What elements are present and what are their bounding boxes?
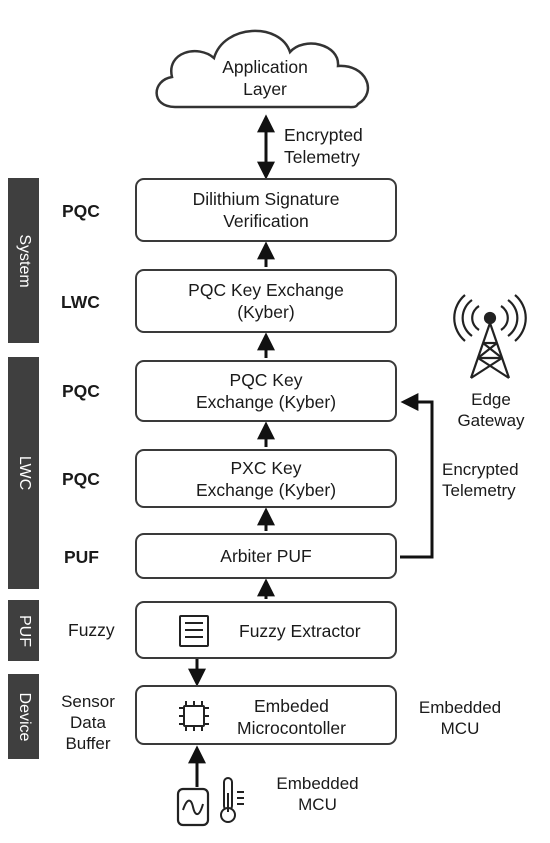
cloud-icon bbox=[155, 29, 370, 109]
label-encrypted-telemetry-side: Encrypted Telemetry bbox=[442, 460, 519, 500]
block-embedded-microcontroller: Embeded Microcontoller bbox=[135, 685, 397, 745]
side-label-puf: PUF bbox=[64, 547, 99, 567]
band-label: Device bbox=[15, 692, 33, 741]
block-kyber-lwc: PQC Key Exchange (Kyber) bbox=[135, 269, 397, 333]
block-label: PQC Key Exchange (Kyber) bbox=[195, 370, 337, 412]
label-encrypted-telemetry-top: Encrypted Telemetry bbox=[284, 125, 363, 167]
band-label: System bbox=[15, 233, 33, 288]
side-label-pqc-dilithium: PQC bbox=[62, 201, 100, 221]
label-embedded-mcu-bottom: Embedded MCU bbox=[276, 774, 359, 814]
side-label-pqc-pxc: PQC bbox=[62, 469, 100, 489]
label-embedded-mcu-right: Embedded MCU bbox=[418, 698, 502, 738]
arrow-arbiter-to-kyber-pqc bbox=[400, 393, 434, 559]
band-puf: PUF bbox=[8, 600, 39, 661]
side-label-fuzzy: Fuzzy bbox=[68, 620, 115, 640]
block-dilithium-verification: Dilithium Signature Verification bbox=[135, 178, 397, 242]
side-label-lwc: LWC bbox=[61, 292, 100, 312]
label-edge-gateway: Edge Gateway bbox=[457, 390, 525, 430]
tower-icon bbox=[453, 294, 527, 379]
sensor-icon bbox=[176, 787, 210, 827]
block-fuzzy-extractor: Fuzzy Extractor bbox=[135, 601, 397, 659]
block-label: Fuzzy Extractor bbox=[239, 621, 361, 641]
band-label: PUF bbox=[15, 614, 33, 647]
chip-pins bbox=[179, 701, 209, 731]
block-kyber-pqc: PQC Key Exchange (Kyber) bbox=[135, 360, 397, 422]
side-label-pqc-kyber: PQC bbox=[62, 381, 100, 401]
cloud-label: Application Layer bbox=[222, 57, 308, 99]
band-device: Device bbox=[8, 674, 39, 759]
band-system: System bbox=[8, 178, 39, 343]
block-label: Arbiter PUF bbox=[220, 546, 312, 566]
band-label: LWC bbox=[15, 455, 33, 491]
document-icon bbox=[179, 615, 209, 647]
block-label: PXC Key Exchange (Kyber) bbox=[195, 457, 337, 500]
thermometer-icon bbox=[220, 777, 244, 823]
block-arbiter-puf: Arbiter PUF bbox=[135, 533, 397, 579]
block-pxc-kyber: PXC Key Exchange (Kyber) bbox=[135, 449, 397, 508]
block-label: Embeded Microcontoller bbox=[237, 696, 346, 738]
block-label: PQC Key Exchange (Kyber) bbox=[188, 280, 344, 322]
block-label: Dilithium Signature Verification bbox=[192, 189, 340, 231]
band-lwc: LWC bbox=[8, 357, 39, 589]
side-label-sensor-buffer: Sensor Data Buffer bbox=[61, 692, 115, 753]
